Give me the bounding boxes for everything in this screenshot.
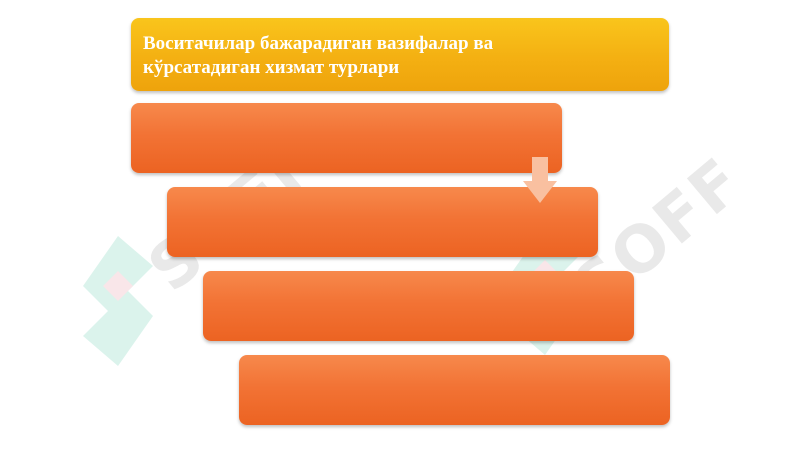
down-arrow-icon xyxy=(523,157,557,203)
step-box-1 xyxy=(131,103,562,173)
title-box: Воситачилар бажарадиган вазифалар ва кўр… xyxy=(131,18,669,91)
step-box-2 xyxy=(167,187,598,257)
step-box-3 xyxy=(203,271,634,341)
watermark-logo-icon xyxy=(83,236,153,366)
step-box-4 xyxy=(239,355,670,425)
slide-title: Воситачилар бажарадиган вазифалар ва кўр… xyxy=(143,33,494,78)
